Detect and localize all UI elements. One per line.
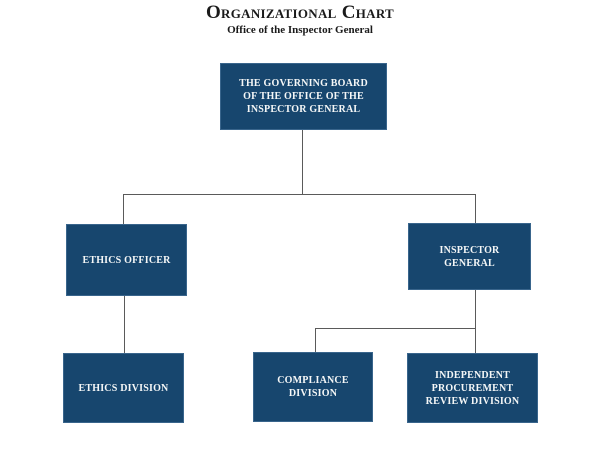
connector-board-stem (302, 130, 303, 194)
connector-to-compliance-division (315, 328, 316, 352)
connector-level2-horizontal (123, 194, 476, 195)
connector-to-inspector-general (475, 194, 476, 223)
page-subtitle: Office of the Inspector General (227, 24, 373, 36)
org-node-independent-procurement-review-division: INDEPENDENT PROCUREMENT REVIEW DIVISION (407, 353, 538, 423)
org-node-inspector-general: INSPECTOR GENERAL (408, 223, 531, 290)
connector-ig-stem (475, 290, 476, 353)
org-node-governing-board: THE GOVERNING BOARD OF THE OFFICE OF THE… (220, 63, 387, 130)
org-node-compliance-division: COMPLIANCE DIVISION (253, 352, 373, 422)
org-node-ethics-officer: ETHICS OFFICER (66, 224, 187, 296)
page-title: Organizational Chart (205, 2, 395, 23)
connector-level3-horizontal (315, 328, 476, 329)
org-node-ethics-division: ETHICS DIVISION (63, 353, 184, 423)
connector-to-ethics-officer (123, 194, 124, 224)
connector-to-ethics-division (124, 296, 125, 353)
